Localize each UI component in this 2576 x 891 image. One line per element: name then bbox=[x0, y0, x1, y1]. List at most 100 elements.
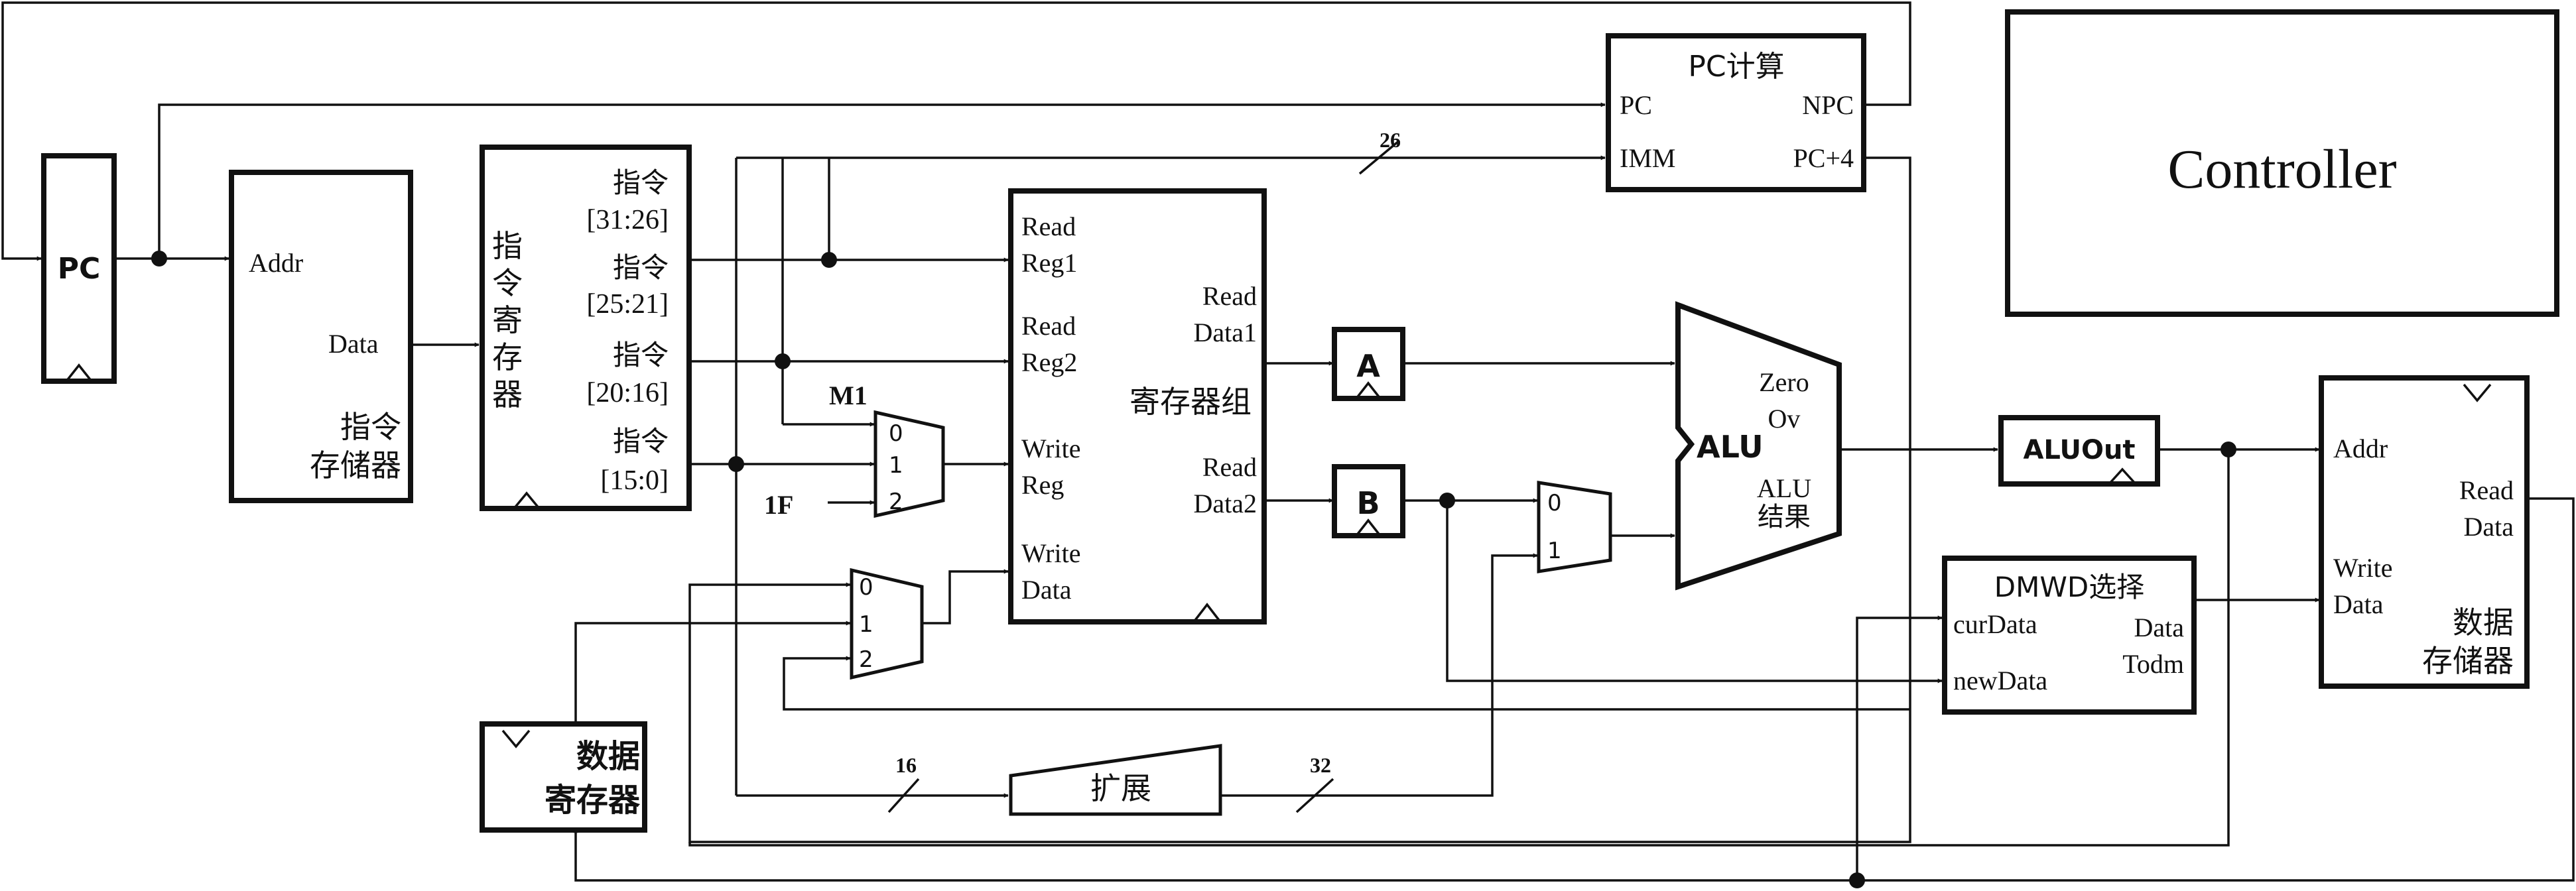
bus-width-26: 26 bbox=[1380, 128, 1401, 152]
data-register: 数据 寄存器 bbox=[480, 721, 647, 833]
mux-m1-input: 1 bbox=[889, 452, 903, 479]
read-reg2-label: Read bbox=[1021, 311, 1076, 341]
register-file: Read Reg1 Read Reg2 Write Reg Write Data… bbox=[1008, 188, 1267, 624]
wire-npc-to-pc bbox=[1, 1, 1911, 261]
dmem-addr-label: Addr bbox=[2333, 434, 2388, 463]
alu-result-label: ALU bbox=[1757, 473, 1811, 503]
wire-pc4-to-wdmux bbox=[688, 156, 1911, 843]
junction-dot bbox=[1849, 872, 1865, 888]
mux-wd-input: 1 bbox=[859, 611, 873, 638]
mdr-name: 寄存器 bbox=[545, 783, 641, 818]
junction-dot bbox=[1439, 493, 1455, 508]
ir-field-label: 指令 bbox=[613, 168, 669, 199]
mux-m1-input: 2 bbox=[889, 489, 903, 515]
mdr-name: 数据 bbox=[576, 739, 640, 774]
imem-addr-label: Addr bbox=[249, 248, 303, 278]
ir-name-char: 寄 bbox=[492, 304, 523, 337]
write-data-label: Write bbox=[1021, 538, 1080, 568]
mux-wd-input: 2 bbox=[859, 646, 873, 673]
wire-b-newdata bbox=[1446, 501, 1943, 683]
extension-unit: 扩展 bbox=[1009, 744, 1222, 816]
alu-result-label: 结果 bbox=[1758, 502, 1811, 532]
junction-dot bbox=[775, 353, 791, 369]
alu-name: ALU bbox=[1697, 429, 1764, 465]
ir-field-label: 指令 bbox=[613, 253, 669, 284]
pc-calc-npc-label: NPC bbox=[1802, 90, 1854, 120]
mux-wd-input: 0 bbox=[859, 574, 873, 601]
imem-name-1: 指令 bbox=[340, 410, 401, 444]
bus-width-32: 32 bbox=[1310, 753, 1331, 777]
regfile-name: 寄存器组 bbox=[1129, 385, 1252, 419]
mux-alub-input: 1 bbox=[1547, 538, 1562, 564]
mux-m1-input: 0 bbox=[889, 420, 903, 447]
ir-field-bits: [20:16] bbox=[586, 378, 669, 408]
junction-dot bbox=[821, 252, 837, 268]
instruction-register: 指 令 寄 存 器 指令 [31:26] 指令 [25:21] 指令 [20:1… bbox=[480, 145, 692, 511]
mux-m1-label: M1 bbox=[829, 381, 868, 410]
wire-curdata bbox=[1856, 615, 1943, 880]
junction-dot bbox=[728, 456, 744, 472]
pc-register: PC bbox=[41, 153, 117, 384]
ir-field-bits: [25:21] bbox=[586, 289, 669, 320]
bus-width-16: 16 bbox=[895, 753, 917, 777]
read-reg2-label: Reg2 bbox=[1021, 347, 1077, 377]
junction-dot bbox=[2221, 442, 2236, 457]
a-register: A bbox=[1332, 327, 1405, 401]
slash-16 bbox=[887, 778, 920, 813]
mux-m1-const: 1F bbox=[764, 490, 793, 520]
ir-name-char: 令 bbox=[492, 267, 523, 300]
dmem-write-label: Data bbox=[2333, 589, 2384, 619]
reg-b-label: B bbox=[1356, 485, 1380, 521]
wire-wdmux-out bbox=[923, 569, 1009, 624]
write-reg-label: Reg bbox=[1021, 470, 1064, 500]
data-memory: Addr Write Data Read Data 数据 存储器 bbox=[2319, 375, 2530, 689]
read-data1-label: Read bbox=[1202, 281, 1257, 311]
read-data1-label: Data1 bbox=[1193, 318, 1257, 347]
pc-calc-pc-label: PC bbox=[1620, 90, 1652, 120]
dmwd-cur-label: curData bbox=[1953, 609, 2037, 639]
wire-readdata-mdr bbox=[573, 497, 2575, 882]
ir-field-label: 指令 bbox=[613, 427, 669, 457]
write-data-label: Data bbox=[1021, 575, 1072, 605]
aluout-register: ALUOut bbox=[1998, 415, 2160, 487]
junction-dot bbox=[151, 251, 167, 267]
wire-aluout-to-wdmux bbox=[783, 656, 1910, 711]
ir-name-char: 器 bbox=[492, 378, 523, 412]
pc-calc-title: PC计算 bbox=[1688, 50, 1784, 84]
mux-writedata: 0 1 2 bbox=[850, 567, 924, 680]
b-register: B bbox=[1332, 464, 1405, 538]
dmem-name: 存储器 bbox=[2422, 644, 2514, 678]
controller-label: Controller bbox=[2167, 139, 2396, 200]
wire-mdr-to-wdmux bbox=[574, 621, 851, 723]
dmwd-select: DMWD选择 curData newData Data Todm bbox=[1942, 556, 2197, 715]
mux-alub-input: 0 bbox=[1547, 490, 1562, 516]
read-reg1-label: Read bbox=[1021, 211, 1076, 241]
dmwd-title: DMWD选择 bbox=[1994, 571, 2144, 603]
reg-a-label: A bbox=[1356, 348, 1380, 384]
read-data2-label: Read bbox=[1202, 452, 1257, 482]
write-reg-label: Write bbox=[1021, 434, 1080, 463]
controller: Controller bbox=[2005, 9, 2559, 317]
alu: ALU Zero Ov ALU 结果 bbox=[1675, 301, 1842, 591]
pc-calc-pc4-label: PC+4 bbox=[1793, 143, 1854, 173]
mux-alub: 0 1 bbox=[1537, 481, 1612, 573]
slash-32 bbox=[1295, 778, 1334, 813]
instruction-memory: Addr Data 指令 存储器 bbox=[229, 170, 413, 503]
dmem-read-label: Data bbox=[2463, 512, 2514, 542]
ext-label: 扩展 bbox=[1090, 772, 1151, 805]
ir-name-char: 指 bbox=[492, 229, 523, 263]
dmwd-new-label: newData bbox=[1953, 666, 2047, 695]
imem-data-label: Data bbox=[328, 329, 379, 359]
wire-aluout-branch bbox=[688, 449, 2230, 847]
ir-name-char: 存 bbox=[492, 341, 523, 375]
ir-field-bits: [31:26] bbox=[586, 205, 669, 235]
imem-name-2: 存储器 bbox=[310, 449, 401, 483]
junctions bbox=[151, 251, 2236, 888]
dmwd-out-label: Todm bbox=[2122, 649, 2184, 679]
pc-calc-imm-label: IMM bbox=[1620, 143, 1675, 173]
read-reg1-label: Reg1 bbox=[1021, 248, 1077, 278]
dmem-name: 数据 bbox=[2453, 606, 2514, 640]
mux-m1: 0 1 2 M1 1F bbox=[764, 381, 945, 520]
